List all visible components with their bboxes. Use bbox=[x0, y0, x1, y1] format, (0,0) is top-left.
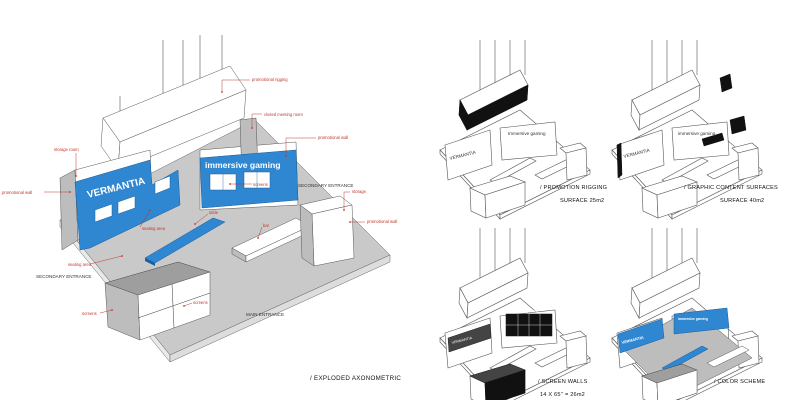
table-blue-side bbox=[145, 258, 155, 266]
graphic-surface-2 bbox=[719, 73, 733, 93]
panel-graphic-content: VERMANTIA immersive gaming / GRAPHIC CON… bbox=[611, 39, 778, 220]
promo-wall-immersive: immersive gaming bbox=[199, 149, 299, 209]
promo-wall-vermantia: VERMANTIA bbox=[74, 159, 181, 251]
label-bar: bar bbox=[263, 223, 270, 228]
sub-graphic-content: SURFACE 40m2 bbox=[720, 198, 764, 204]
label-screens-center: screens bbox=[253, 182, 268, 187]
sub-promotion-rigging: SURFACE 25m2 bbox=[560, 198, 604, 204]
svg-text:VERMANTIA: VERMANTIA bbox=[449, 149, 477, 161]
label-screens-bottom-left: screens bbox=[82, 311, 97, 316]
leaders bbox=[44, 79, 365, 314]
caption-screen-walls: / SCREEN WALLS bbox=[538, 379, 588, 385]
sub-screen-walls: 14 X 65'' = 26m2 bbox=[540, 392, 585, 398]
graphic-surface-3 bbox=[701, 132, 725, 147]
storage-box-right bbox=[299, 195, 355, 267]
caption-promotion-rigging: / PROMOTION RIGGING bbox=[540, 185, 607, 191]
promotional-rigging bbox=[100, 65, 247, 171]
svg-text:VERMANTIA: VERMANTIA bbox=[621, 336, 644, 345]
label-promotional-wall-left: promotional wall bbox=[2, 190, 32, 195]
label-storage-right: storage bbox=[352, 189, 367, 194]
label-storage-room: storage room bbox=[54, 147, 79, 152]
label-closed-meeting-room: closed meeting room bbox=[264, 112, 303, 117]
label-secondary-entrance-left: SECONDARY ENTRANCE bbox=[36, 274, 91, 279]
bar-counter bbox=[231, 217, 311, 263]
main-axonometric: VERMANTIA immersive gaming bbox=[2, 35, 401, 382]
color-wall-right bbox=[673, 307, 730, 335]
caption-color-scheme: / COLOR SCHEME bbox=[714, 379, 765, 385]
svg-text:VERMANTIA: VERMANTIA bbox=[623, 147, 651, 159]
caption-graphic-content: / GRAPHIC CONTENT SURFACES bbox=[684, 185, 778, 191]
label-secondary-entrance-right: SECONDARY ENTRANCE bbox=[298, 183, 353, 188]
caption-exploded-axonometric: / EXPLODED AXONOMETRIC bbox=[310, 375, 401, 382]
brand-immersive: immersive gaming bbox=[205, 160, 280, 170]
svg-text:immersive gaming: immersive gaming bbox=[510, 309, 538, 313]
color-wall-left bbox=[617, 318, 665, 354]
svg-text:Immersive gaming: Immersive gaming bbox=[508, 131, 546, 136]
label-promotional-wall-right: promotional wall bbox=[367, 219, 397, 224]
svg-text:immersive gaming: immersive gaming bbox=[678, 317, 708, 321]
graphic-surface-1 bbox=[616, 142, 623, 179]
screen-block-front bbox=[104, 261, 211, 341]
svg-text:immersive gaming: immersive gaming bbox=[678, 131, 716, 136]
svg-text:VERMANTIA: VERMANTIA bbox=[451, 336, 473, 345]
label-promotional-rigging: promotional rigging bbox=[252, 77, 288, 82]
floor-slab-edge-front bbox=[169, 254, 391, 363]
label-screens-bottom: screens bbox=[193, 300, 208, 305]
main-labels: promotional rigging closed meeting room … bbox=[2, 77, 397, 317]
label-promotional-wall-top: promotional wall bbox=[318, 135, 348, 140]
panel-promotion-rigging: VERMANTIA Immersive gaming / PROMOTION R… bbox=[439, 39, 607, 220]
label-seating-area-2: seating area bbox=[68, 262, 92, 267]
label-main-entrance: MAIN ENTRANCE bbox=[246, 312, 284, 317]
label-table: table bbox=[209, 210, 219, 215]
label-seating-area: seating area bbox=[142, 226, 166, 231]
graphic-surface-4 bbox=[729, 115, 747, 135]
panel-color-scheme: VERMANTIA immersive gaming / COLOR SCHEM… bbox=[611, 227, 765, 400]
screen-wall-left bbox=[447, 323, 492, 353]
panel-screen-walls: VERMANTIA immersive gaming / SCREEN WALL… bbox=[439, 227, 591, 400]
